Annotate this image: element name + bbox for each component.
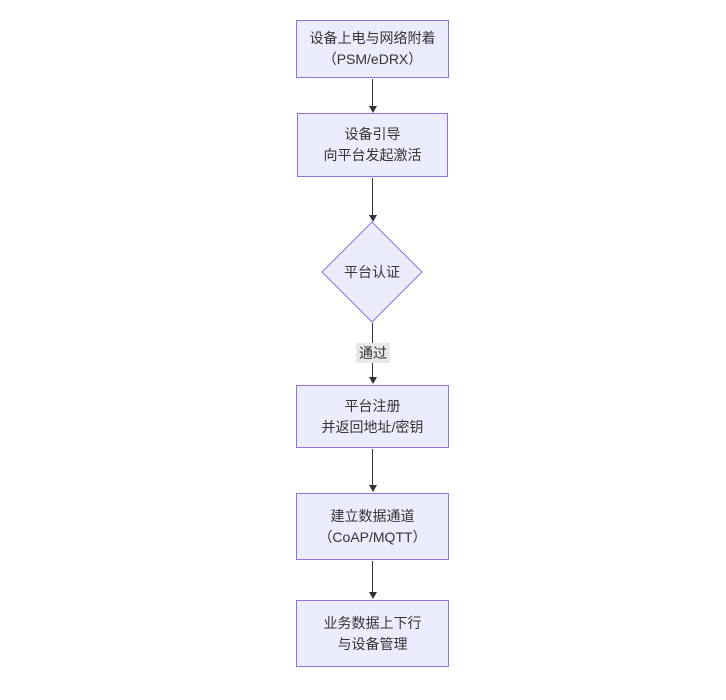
decision-platform-auth: 平台认证 xyxy=(321,221,423,323)
arrowhead-icon xyxy=(368,377,377,384)
edge-label-pass: 通过 xyxy=(356,343,390,363)
arrow-bootstrap-to-auth xyxy=(368,178,377,222)
diamond-shape-icon xyxy=(321,221,423,323)
node-line: 平台注册 xyxy=(344,397,401,414)
node-line: （PSM/eDRX） xyxy=(322,51,423,67)
arrow-line xyxy=(372,449,373,485)
arrow-line xyxy=(372,79,373,106)
node-data-channel: 建立数据通道 （CoAP/MQTT） xyxy=(296,493,449,560)
node-line: 建立数据通道 xyxy=(330,507,415,524)
arrow-line xyxy=(372,561,373,592)
node-business-data: 业务数据上下行 与设备管理 xyxy=(296,600,449,667)
node-line: 业务数据上下行 xyxy=(323,614,422,631)
node-device-bootstrap: 设备引导 向平台发起激活 xyxy=(297,113,448,177)
node-line: 设备上电与网络附着 xyxy=(309,30,436,46)
arrowhead-icon xyxy=(368,592,377,599)
arrow-line xyxy=(372,178,373,215)
node-line: 与设备管理 xyxy=(337,635,408,652)
node-platform-register: 平台注册 并返回地址/密钥 xyxy=(296,385,449,448)
arrowhead-icon xyxy=(368,215,377,222)
arrow-channel-to-business xyxy=(368,561,377,599)
node-device-power-attach: 设备上电与网络附着 （PSM/eDRX） xyxy=(296,20,449,78)
arrowhead-icon xyxy=(368,485,377,492)
arrowhead-icon xyxy=(368,106,377,113)
arrow-power-to-bootstrap xyxy=(368,79,377,113)
node-line: 设备引导 xyxy=(344,126,401,142)
decision-label: 平台认证 xyxy=(344,264,400,280)
node-line: 向平台发起激活 xyxy=(323,147,422,163)
node-line: （CoAP/MQTT） xyxy=(318,528,427,545)
node-line: 并返回地址/密钥 xyxy=(321,418,424,435)
arrow-register-to-channel xyxy=(368,449,377,492)
